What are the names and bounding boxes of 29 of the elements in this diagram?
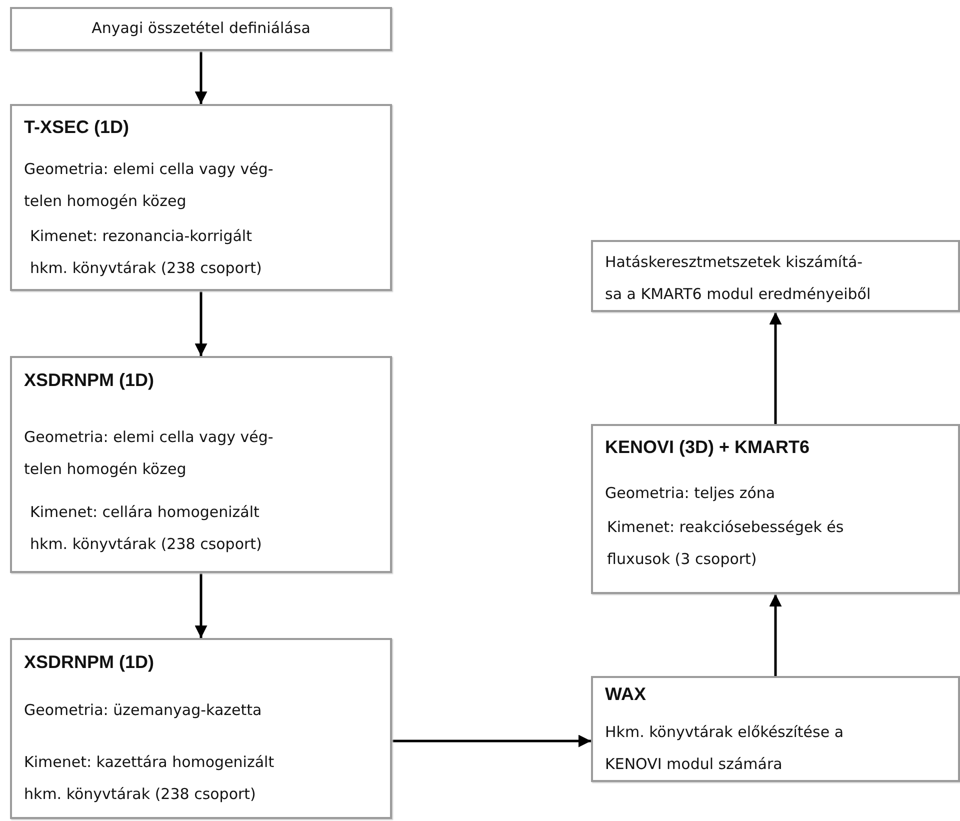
process-box [10, 356, 392, 573]
box-title: KENOVI (3D) + KMART6 [605, 436, 811, 459]
box-title: XSDRNPM (1D) [24, 651, 156, 674]
process-box [10, 104, 392, 291]
arrow [194, 51, 208, 104]
box-text: Geometria: teljes zóna [605, 483, 776, 504]
process-box [591, 676, 960, 782]
box-text: Kimenet: cellára homogenizált hkm. könyvtárak (238 csoport) [30, 502, 263, 555]
box-title: T-XSEC (1D) [24, 116, 130, 139]
box-text: Anyagi összetétel definiálása [90, 18, 312, 39]
box-text: Hatáskeresztmetszetek kiszámítá- sa a KMART6 modul eredményeiből [605, 252, 872, 305]
arrow [392, 734, 591, 748]
box-text: Kimenet: reakciósebességek és fluxusok (3 csoport) [607, 517, 845, 570]
arrow [194, 291, 208, 356]
box-title: XSDRNPM (1D) [24, 369, 156, 392]
box-text: Geometria: elemi cella vagy vég- telen homogén közeg [24, 427, 274, 480]
process-box [591, 240, 960, 312]
box-text: Kimenet: kazettára homogenizált hkm. könyvtárak (238 csoport) [24, 752, 276, 805]
box-text: Geometria: elemi cella vagy vég- telen homogén közeg [24, 159, 274, 212]
box-text: Hkm. könyvtárak előkészítése a KENOVI modul számára [605, 722, 845, 775]
arrow [194, 573, 208, 638]
arrow [769, 594, 782, 676]
process-box [10, 7, 392, 51]
box-text: Kimenet: rezonancia-korrigált hkm. könyvtárak (238 csoport) [30, 226, 263, 279]
box-title: WAX [605, 683, 648, 706]
process-box [591, 424, 960, 594]
arrow [769, 312, 782, 424]
process-box [10, 638, 392, 819]
box-text: Geometria: üzemanyag-kazetta [24, 700, 263, 721]
